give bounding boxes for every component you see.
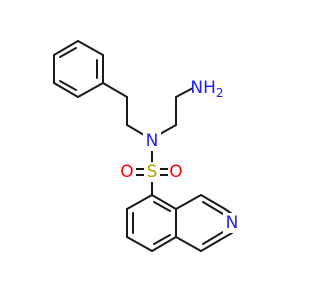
molecule-diagram: NH2 N S O O N	[53, 40, 241, 252]
bond	[175, 87, 194, 98]
bond-double-inner	[202, 201, 224, 215]
bond	[126, 194, 153, 210]
oxygen-left-label: O	[120, 162, 133, 182]
bond	[53, 40, 79, 56]
bond	[126, 236, 153, 252]
sulfur-label: S	[147, 162, 158, 182]
bond-double-inner	[59, 80, 77, 91]
bond	[102, 82, 128, 98]
amine-subscript: 2	[216, 86, 224, 100]
bond	[175, 194, 202, 210]
bond-double-inner	[153, 234, 171, 245]
bond	[224, 232, 233, 238]
bond	[77, 82, 104, 98]
bond-double-inner	[59, 47, 77, 58]
atom-labels: NH2 N S O O N	[119, 77, 241, 233]
amine-main: NH	[190, 78, 216, 98]
bond	[200, 236, 226, 252]
sulfonamide-n-bg	[143, 131, 161, 151]
bond-double-inner	[153, 201, 171, 212]
bond	[175, 236, 202, 252]
sulfonamide-n-label: N	[146, 131, 159, 151]
bond	[53, 82, 79, 98]
bond	[151, 236, 177, 252]
bond	[159, 124, 177, 135]
ring-n-bg	[223, 213, 241, 233]
ring-n-label: N	[226, 213, 239, 233]
oxygen-left-bg	[119, 162, 136, 182]
oxygen-right-label: O	[169, 162, 182, 182]
amine-label: NH2	[190, 78, 223, 100]
bond	[126, 124, 145, 136]
bond-double-inner	[202, 231, 224, 245]
bonds	[53, 40, 233, 252]
bond	[200, 194, 226, 210]
oxygen-right-bg	[168, 162, 185, 182]
bond	[77, 40, 104, 56]
bond	[151, 194, 177, 210]
sulfur-bg	[144, 162, 160, 182]
amine-label-bg	[192, 77, 222, 99]
